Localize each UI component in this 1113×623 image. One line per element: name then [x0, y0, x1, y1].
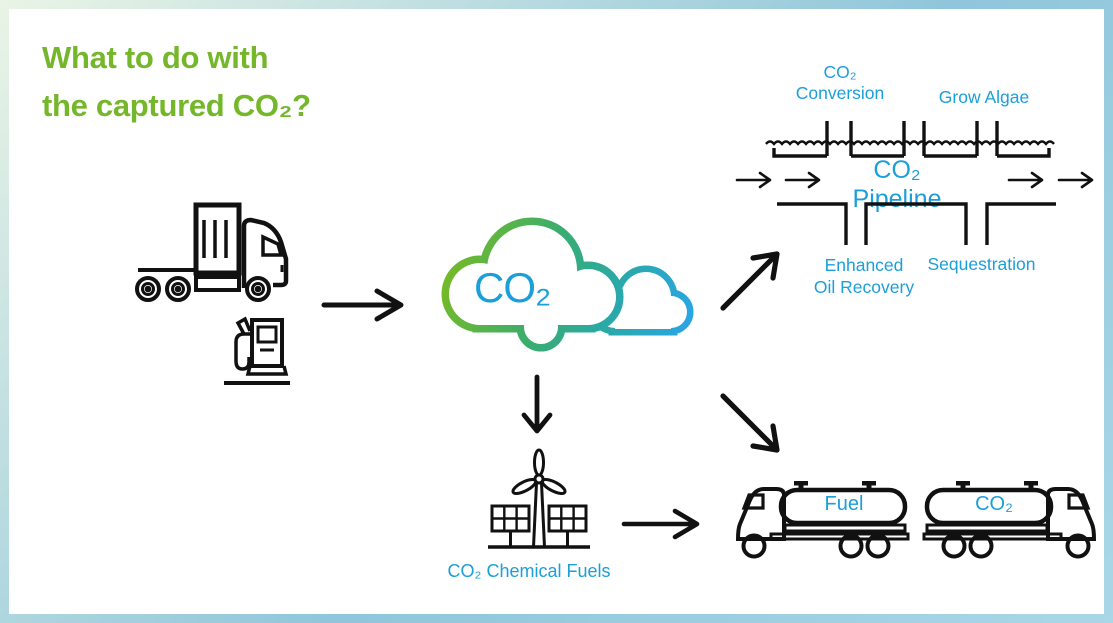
pipeline-flow-arrow: [1007, 171, 1044, 189]
sequestration-label: Sequestration: [927, 254, 1036, 274]
solar-panel-left: [490, 504, 531, 547]
tanker-truck-fuel: [735, 481, 910, 559]
page-title-line2: the captured CO₂?: [42, 88, 311, 123]
co2-tank-label: CO₂: [975, 493, 1013, 515]
fuel-tank-label: Fuel: [824, 493, 864, 515]
enhanced-oil-recovery-label: Enhanced Oil Recovery: [813, 255, 915, 297]
buried-pipe-segments: [772, 148, 1051, 158]
diagram-canvas: What to do with the captured CO₂?: [9, 9, 1104, 614]
tank-valve-caps: [956, 481, 1038, 491]
injection-wells-icon: [777, 202, 1056, 245]
chemical-fuels-label: CO₂ Chemical Fuels: [447, 561, 611, 581]
arrow-chemical-fuels-to-tankers: [621, 508, 700, 540]
arrow-truck-to-cloud: [321, 288, 404, 322]
pipeline-flow-arrow: [735, 171, 772, 189]
pipeline-flow-arrow: [784, 171, 821, 189]
pipeline-surface-icon: [765, 121, 1055, 158]
pipeline-risers: [825, 121, 999, 156]
truck-icon: [135, 202, 289, 302]
page-title: What to do with the captured CO₂?: [42, 34, 311, 130]
water-surface-wave: [765, 140, 1055, 146]
arrow-cloud-to-tankers: [720, 393, 780, 453]
solar-panel-right: [547, 504, 588, 547]
cloud-co2-label: CO₂: [474, 264, 551, 311]
tank-valve-caps: [794, 481, 876, 491]
page-title-line1: What to do with: [42, 40, 269, 75]
co2-conversion-label: CO₂ Conversion: [795, 62, 885, 103]
fuel-pump-icon: [224, 316, 290, 385]
wind-turbine-solar-icon: [488, 448, 590, 549]
grow-algae-label: Grow Algae: [938, 87, 1030, 107]
tanker-truck-co2: [922, 481, 1097, 559]
arrow-cloud-to-pipeline: [720, 251, 780, 311]
arrow-cloud-to-chemical-fuels: [521, 374, 553, 434]
co2-cloud-icon: [441, 217, 694, 352]
pipeline-flow-arrow: [1057, 171, 1094, 189]
